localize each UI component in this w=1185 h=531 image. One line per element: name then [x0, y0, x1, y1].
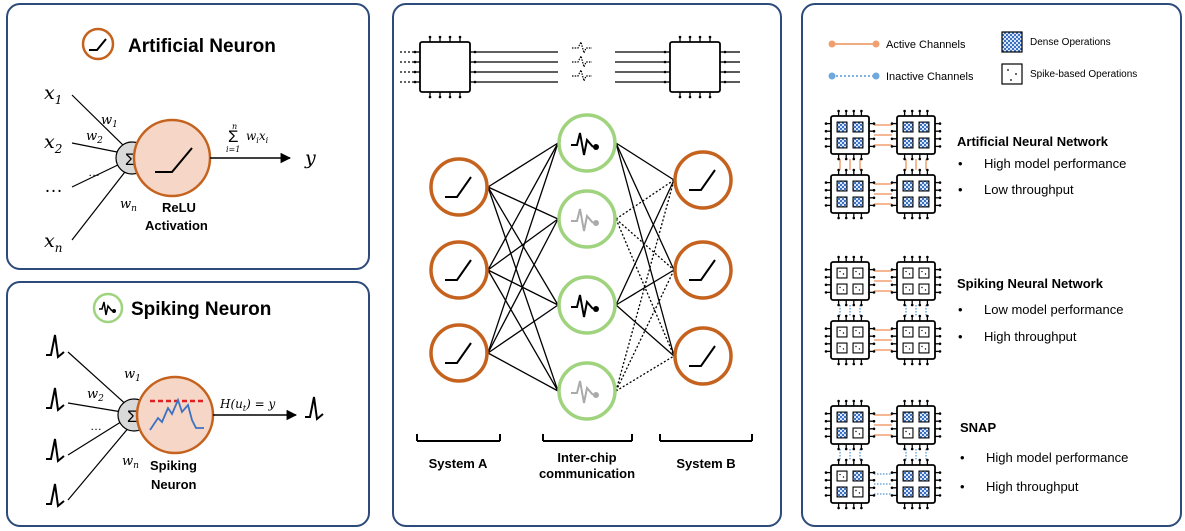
- spiking-neuron: Spiking Neuron w1 w2 … wn Σ Spiking Neur…: [46, 292, 324, 508]
- formula-sigma: Σ: [228, 127, 239, 146]
- chip-system-a: [413, 35, 477, 99]
- chip-snn: [890, 255, 942, 307]
- svg-text:•: •: [958, 182, 963, 197]
- legend: Active Channels Inactive Channels Dense …: [828, 31, 1137, 85]
- legend-active-channels: Active Channels: [886, 39, 966, 51]
- legend-inactive-channels: Inactive Channels: [886, 71, 974, 83]
- dense-operations-icon: [1001, 31, 1023, 53]
- input-ellipsis: …: [44, 176, 63, 197]
- relu-neuron-body: [132, 118, 212, 198]
- svg-text:•: •: [958, 329, 963, 344]
- ann-bullet-2: Low throughput: [984, 182, 1074, 197]
- relu-icon: [445, 176, 472, 198]
- chip-snn: [890, 314, 942, 366]
- inter-chip-diagram: [400, 35, 753, 442]
- formula-body: wixi: [246, 129, 269, 145]
- snn-title: Spiking Neural Network: [957, 276, 1104, 291]
- relu-icon: [689, 259, 716, 281]
- spike-summation-symbol: Σ: [127, 407, 138, 426]
- weight-w2-label: w2: [86, 129, 103, 146]
- ann-title: Artificial Neural Network: [957, 134, 1109, 149]
- spike-icon: [571, 132, 594, 156]
- snn-bullet-1: Low model performance: [984, 302, 1123, 317]
- svg-text:•: •: [960, 479, 965, 494]
- input-xn-label: xn: [44, 230, 62, 255]
- artificial-neuron: Artificial Neuron x1 x2 … xn w1 w2 … wn …: [44, 27, 316, 255]
- relu-neuron-a: [429, 323, 489, 383]
- spike-icon: [571, 380, 594, 404]
- relu-activation-icon: [155, 147, 193, 173]
- system-a-label: System A: [429, 456, 488, 471]
- legend-dense-operations: Dense Operations: [1030, 37, 1111, 48]
- relu-neuron-a: [429, 240, 489, 300]
- chip-ann: [890, 109, 942, 161]
- snap-bullet-1: High model performance: [986, 450, 1128, 465]
- spike-weight-w2: w2: [87, 387, 104, 404]
- spike-operations-icon: [1001, 63, 1023, 85]
- formula-lower-limit: i=1: [226, 145, 240, 154]
- relu-icon: [689, 169, 716, 191]
- chip-snap: [824, 399, 876, 451]
- spike-weight-ellipsis: …: [90, 419, 102, 433]
- chip-system-b: [663, 35, 727, 99]
- neuron-label: Neuron: [151, 477, 197, 492]
- artificial-neuron-title: Artificial Neuron: [128, 36, 276, 57]
- weight-ellipsis: …: [88, 165, 100, 179]
- spiking-neuron-body: [135, 375, 215, 455]
- spike-weight-wn: wn: [122, 454, 139, 471]
- comparison-rows: Artificial Neural Network • High model p…: [957, 134, 1128, 494]
- relu-neuron-b: [673, 326, 733, 386]
- relu-badge-icon: [81, 27, 115, 61]
- activation-label: Activation: [145, 218, 208, 233]
- spike-input-icons: [46, 334, 65, 508]
- chip-snap: [824, 458, 876, 510]
- membrane-potential-trace: [149, 397, 204, 431]
- legend-spike-operations: Spike-based Operations: [1030, 69, 1137, 80]
- snap-bullet-2: High throughput: [986, 479, 1079, 494]
- snap-title: SNAP: [960, 420, 996, 435]
- weight-w1-label: w1: [101, 113, 118, 130]
- svg-text:•: •: [958, 302, 963, 317]
- spike-signal-icon: [572, 68, 592, 83]
- chip-snap: [890, 458, 942, 510]
- spike-weight-w1: w1: [124, 367, 141, 384]
- chip-grids: [824, 109, 942, 510]
- relu-icon: [445, 342, 472, 364]
- spiking-label: Spiking: [150, 458, 197, 473]
- relu-neuron-b: [673, 150, 733, 210]
- relu-icon: [445, 259, 472, 281]
- spiking-neuron-title: Spiking Neuron: [131, 299, 271, 320]
- relu-neuron-a: [429, 157, 489, 217]
- chip-ann: [824, 109, 876, 161]
- summation-symbol: Σ: [125, 150, 136, 169]
- svg-text:•: •: [958, 156, 963, 171]
- chip-ann: [890, 168, 942, 220]
- comm-label-line2: communication: [539, 466, 635, 481]
- spike-output-icon: [305, 396, 324, 421]
- relu-neuron-b: [673, 240, 733, 300]
- system-b-label: System B: [676, 456, 735, 471]
- input-x1-label: x1: [44, 82, 62, 107]
- relu-icon: [689, 345, 716, 367]
- chip-snn: [824, 255, 876, 307]
- spike-icon: [571, 208, 594, 232]
- chip-snn: [824, 314, 876, 366]
- svg-text:•: •: [960, 450, 965, 465]
- spike-formula: H(ut) = y: [219, 397, 275, 413]
- comm-label-line1: Inter-chip: [557, 450, 616, 465]
- snn-bullet-2: High throughput: [984, 329, 1077, 344]
- output-y-label: y: [304, 147, 316, 169]
- input-x2-label: x2: [44, 131, 62, 156]
- chip-ann: [824, 168, 876, 220]
- spike-signal-icon: [572, 54, 592, 69]
- spike-icon: [571, 294, 594, 318]
- formula-upper-limit: n: [232, 122, 237, 131]
- relu-label: ReLU: [162, 200, 196, 215]
- weight-wn-label: wn: [120, 197, 137, 214]
- spike-signal-icon: [572, 40, 592, 55]
- relu-curve-icon: [89, 38, 107, 51]
- ann-bullet-1: High model performance: [984, 156, 1126, 171]
- chip-snap: [890, 399, 942, 451]
